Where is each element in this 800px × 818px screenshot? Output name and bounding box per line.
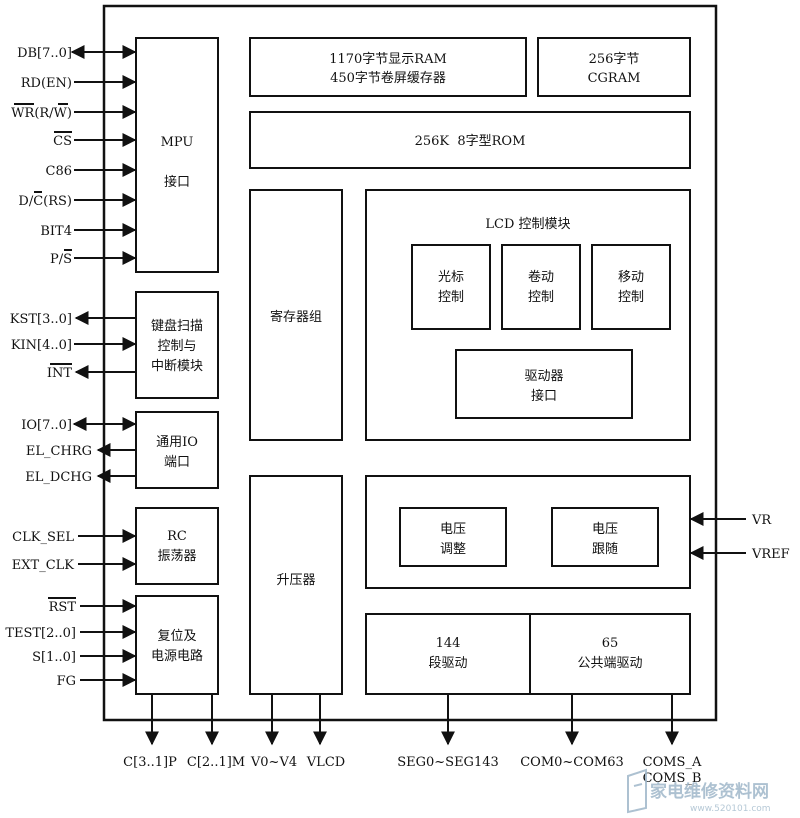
volt-follow-label-1: 电压 (592, 522, 618, 537)
font-rom-block: 256K 8字型ROM (249, 111, 691, 169)
scroll-control-block: 卷动 控制 (501, 244, 581, 330)
boost-converter-block: 升压器 (249, 475, 343, 695)
rc-oscillator-block: RC 振荡器 (135, 507, 219, 585)
com-drv-label-2: 公共端驱动 (577, 656, 642, 671)
pin-rst: RST (49, 600, 77, 615)
seg-drv-label-1: 144 (436, 636, 461, 651)
pin-s: S[1..0] (32, 650, 76, 665)
driver-if-label-1: 驱动器 (524, 369, 563, 384)
pin-el-dchg: EL_DCHG (25, 470, 92, 485)
lcd-ctrl-label: LCD 控制模块 (485, 217, 570, 232)
pin-seg: SEG0~SEG143 (397, 755, 499, 770)
scroll-label-2: 控制 (528, 290, 554, 305)
gpio-label-2: 端口 (164, 455, 190, 470)
gpio-label-1: 通用IO (156, 435, 198, 450)
common-driver-block: 65 公共端驱动 (529, 613, 691, 695)
left-pins: DB[7..0] RD(EN) WR(R/W) CS C86 D/C(RS) B… (5, 45, 137, 689)
keyscan-label-3: 中断模块 (151, 359, 203, 374)
ram-label-2: 450字节卷屏缓存器 (330, 70, 446, 86)
cgram-block: 256字节 CGRAM (537, 37, 691, 97)
reset-label-1: 复位及 (157, 629, 196, 644)
move-control-block: 移动 控制 (591, 244, 671, 330)
keyscan-label-2: 控制与 (157, 339, 196, 354)
rc-label-1: RC (167, 529, 187, 544)
cursor-control-block: 光标 控制 (411, 244, 491, 330)
driver-interface-block: 驱动器 接口 (455, 349, 633, 419)
cursor-label-2: 控制 (438, 290, 464, 305)
pin-vlcd: VLCD (306, 755, 345, 770)
pin-clk-sel: CLK_SEL (12, 530, 74, 545)
driver-if-label-2: 接口 (531, 388, 557, 404)
chip-outline (102, 4, 718, 722)
pin-vr: VR (751, 513, 772, 528)
scroll-label-1: 卷动 (528, 269, 554, 285)
keyscan-block: 键盘扫描 控制与 中断模块 (135, 291, 219, 399)
pin-bit4: BIT4 (40, 224, 72, 239)
pin-io: IO[7..0] (21, 418, 72, 433)
cursor-label-1: 光标 (438, 270, 464, 285)
pin-c86: C86 (46, 164, 73, 179)
pin-wr: WR(R/W) (11, 106, 72, 121)
pin-coms-b: COMS_B (643, 771, 702, 786)
reset-power-block: 复位及 电源电路 (135, 595, 219, 695)
pin-rd: RD(EN) (21, 76, 72, 91)
segment-driver-block: 144 段驱动 (365, 613, 531, 695)
volt-adj-label-1: 电压 (440, 522, 466, 537)
right-pins: VR VREF (689, 512, 790, 562)
pin-db: DB[7..0] (17, 46, 72, 61)
pin-kin: KIN[4..0] (11, 338, 72, 353)
gpio-block: 通用IO 端口 (135, 411, 219, 489)
bottom-pins: C[3..1]P C[2..1]M V0~V4 VLCD SEG0~SEG143… (123, 694, 702, 786)
volt-follow-label-2: 跟随 (592, 542, 618, 557)
move-label-2: 控制 (618, 290, 644, 305)
mpu-label-1: MPU (161, 135, 194, 150)
pin-com: COM0~COM63 (520, 755, 624, 770)
pin-dc: D/C(RS) (18, 194, 72, 209)
com-drv-label-1: 65 (602, 636, 619, 651)
mpu-label-2: 接口 (164, 174, 190, 190)
seg-drv-label-2: 段驱动 (428, 656, 467, 671)
cgram-label-2: CGRAM (588, 71, 641, 86)
pin-coms-a: COMS_A (643, 755, 702, 770)
pin-v0-v4: V0~V4 (250, 755, 297, 770)
pin-test: TEST[2..0] (5, 626, 76, 641)
pin-c-m: C[2..1]M (187, 755, 245, 770)
voltage-follower-block: 电压 跟随 (551, 507, 659, 567)
volt-adj-label-2: 调整 (440, 542, 466, 557)
reset-label-2: 电源电路 (151, 648, 203, 664)
watermark-logo-icon (627, 768, 647, 814)
watermark: 家电维修资料网 www.520101.com (627, 768, 771, 814)
pin-el-chrg: EL_CHRG (26, 444, 92, 459)
keyscan-label-1: 键盘扫描 (151, 318, 203, 334)
watermark-url: www.520101.com (690, 804, 771, 814)
pin-int: INT (47, 366, 73, 381)
mpu-interface-block: MPU 接口 (135, 37, 219, 273)
move-label-1: 移动 (618, 270, 644, 285)
pin-kst: KST[3..0] (10, 312, 72, 327)
boost-label: 升压器 (276, 573, 315, 588)
pin-vref: VREF (751, 547, 790, 562)
voltage-adjust-block: 电压 调整 (399, 507, 507, 567)
rom-label: 256K 8字型ROM (415, 134, 526, 149)
rc-label-2: 振荡器 (157, 549, 196, 564)
pin-ps: P/S (50, 252, 72, 267)
pin-ext-clk: EXT_CLK (12, 558, 74, 573)
watermark-text: 家电维修资料网 (650, 781, 769, 802)
cgram-label-1: 256字节 (589, 52, 640, 67)
ram-label-1: 1170字节显示RAM (329, 52, 447, 67)
pin-cs: CS (53, 134, 72, 149)
regs-label: 寄存器组 (270, 309, 322, 325)
display-ram-block: 1170字节显示RAM 450字节卷屏缓存器 (249, 37, 527, 97)
pin-fg: FG (57, 674, 76, 689)
pin-c-p: C[3..1]P (123, 755, 177, 770)
register-bank-block: 寄存器组 (249, 189, 343, 441)
